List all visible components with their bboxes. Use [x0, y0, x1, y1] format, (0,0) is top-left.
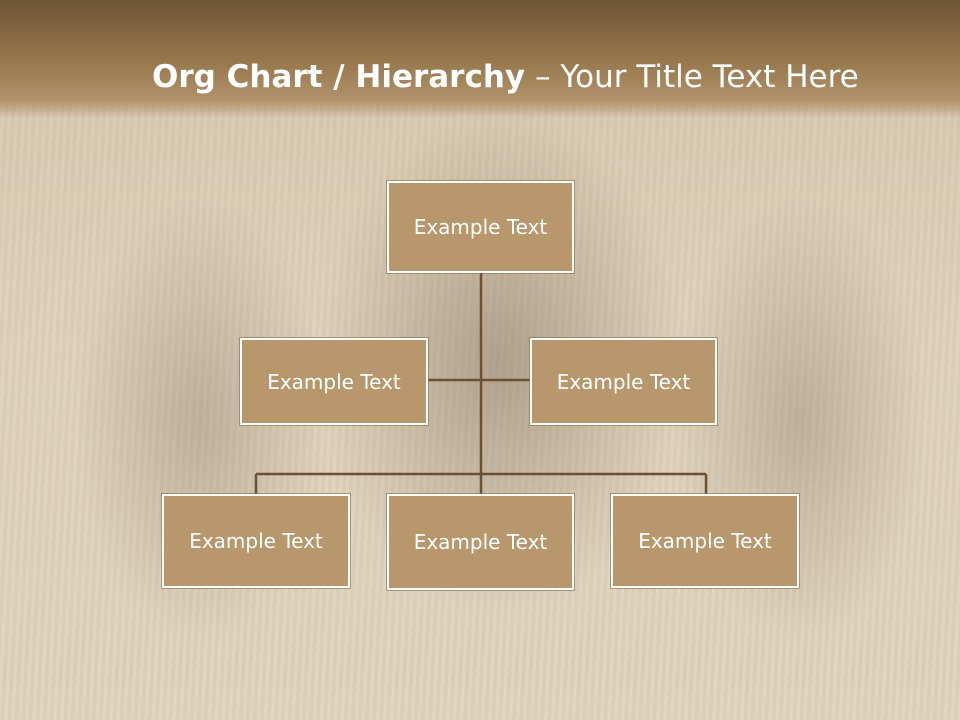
org-box-level2-left[interactable]: Example Text [240, 338, 428, 425]
org-box-root[interactable]: Example Text [387, 181, 574, 273]
slide-title[interactable]: Org Chart / Hierarchy – Your Title Text … [152, 52, 859, 102]
org-box-level3-center[interactable]: Example Text [387, 494, 574, 590]
title-normal: Your Title Text Here [560, 59, 859, 95]
title-bold: Org Chart / Hierarchy [152, 59, 526, 95]
org-box-level3-left[interactable]: Example Text [162, 494, 350, 588]
org-box-level3-right[interactable]: Example Text [611, 494, 799, 588]
title-dash: – [525, 59, 561, 95]
org-box-level2-right[interactable]: Example Text [530, 338, 717, 425]
title-bar [0, 0, 960, 118]
